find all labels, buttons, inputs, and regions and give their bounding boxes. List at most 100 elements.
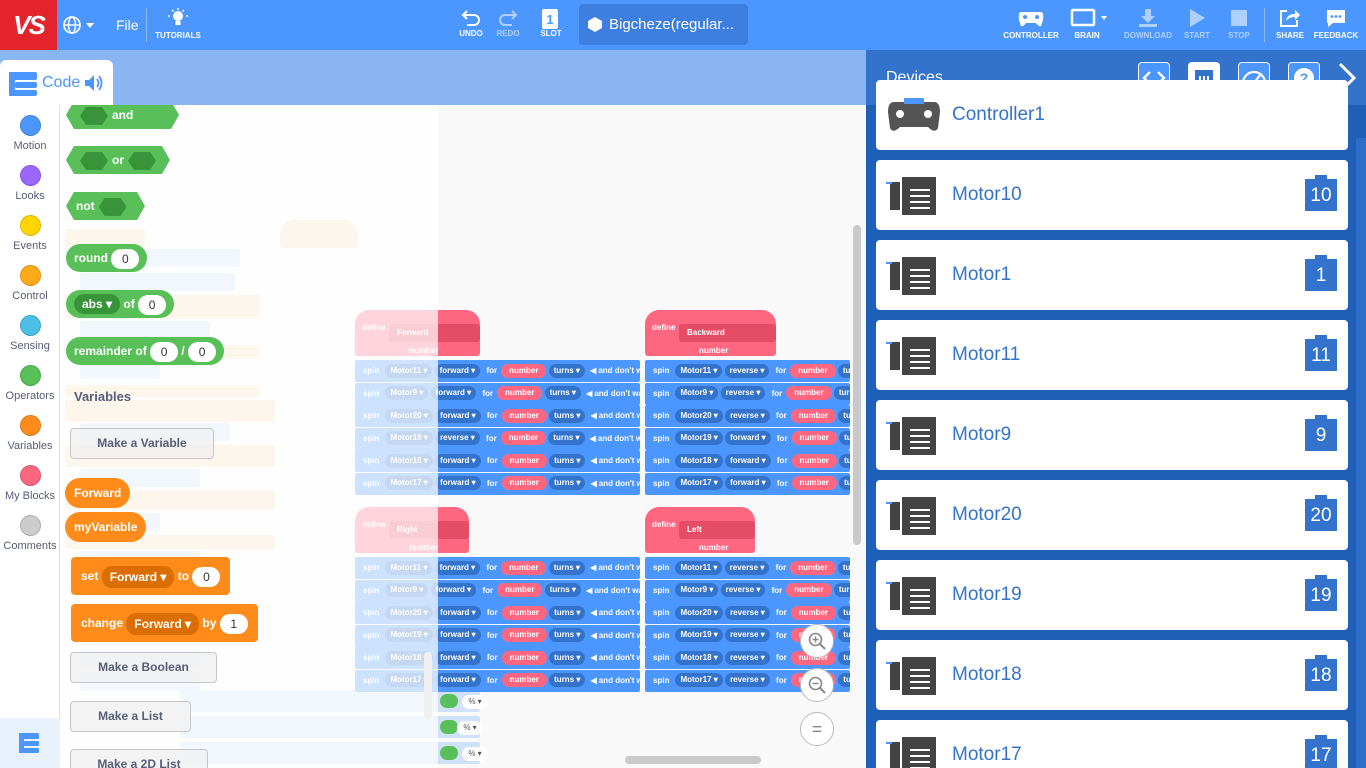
parameter-reporter[interactable]: number xyxy=(790,560,836,575)
project-name-field[interactable]: Bigcheze(regular... xyxy=(579,4,748,45)
variable-dropdown[interactable]: Forward ▾ xyxy=(126,612,200,635)
category-variables[interactable]: Variables xyxy=(0,415,60,452)
parameter-reporter[interactable]: number xyxy=(501,363,547,378)
unit-dropdown[interactable]: turns ▾ xyxy=(549,650,586,665)
speaker-icon[interactable] xyxy=(84,74,104,92)
zoom-in-button[interactable] xyxy=(800,624,834,658)
unit-dropdown[interactable]: turns ▾ xyxy=(549,673,586,688)
tab-code[interactable]: Code xyxy=(0,60,113,105)
parameter-reporter[interactable]: number xyxy=(791,431,837,446)
change-variable-block[interactable]: change Forward ▾ by 1 xyxy=(71,604,258,642)
controller-button[interactable]: CONTROLLER xyxy=(1003,0,1059,50)
category-comments[interactable]: Comments xyxy=(0,515,60,552)
set-variable-block[interactable]: set Forward ▾ to 0 xyxy=(71,557,231,595)
direction-dropdown[interactable]: reverse ▾ xyxy=(725,650,770,665)
motor-dropdown[interactable]: Motor17 ▾ xyxy=(675,476,723,491)
variable-forward-reporter[interactable]: Forward xyxy=(65,478,131,508)
unit-dropdown[interactable]: turns ▾ xyxy=(838,605,850,620)
variable-dropdown[interactable]: Forward ▾ xyxy=(101,565,175,588)
unit-dropdown[interactable]: turns ▾ xyxy=(839,431,850,446)
zoom-out-button[interactable] xyxy=(800,668,834,702)
unit-dropdown[interactable]: turns ▾ xyxy=(839,453,850,468)
unit-dropdown[interactable]: turns ▾ xyxy=(549,628,586,643)
number-input[interactable]: 0 xyxy=(150,341,179,362)
motor-dropdown[interactable]: Motor19 ▾ xyxy=(675,431,723,446)
motor-dropdown[interactable]: Motor17 ▾ xyxy=(675,673,723,688)
stop-button[interactable]: STOP xyxy=(1222,0,1256,50)
not-block[interactable]: not xyxy=(66,192,145,220)
direction-dropdown[interactable]: reverse ▾ xyxy=(724,363,770,378)
parameter-reporter[interactable]: number xyxy=(693,543,735,552)
unit-dropdown[interactable]: turns ▾ xyxy=(838,628,850,643)
direction-dropdown[interactable]: forward ▾ xyxy=(725,476,771,491)
direction-dropdown[interactable]: forward ▾ xyxy=(434,363,481,378)
unit-dropdown[interactable]: turns ▾ xyxy=(548,363,585,378)
direction-dropdown[interactable]: reverse ▾ xyxy=(725,673,770,688)
and-block[interactable]: and xyxy=(66,105,179,129)
motor-dropdown[interactable]: Motor11 ▾ xyxy=(675,560,723,575)
parameter-reporter[interactable]: number xyxy=(501,476,547,491)
vexcode-logo[interactable]: VS xyxy=(0,0,57,50)
make-2d-list-button[interactable]: Make a 2D List xyxy=(70,749,208,768)
category-events[interactable]: Events xyxy=(0,215,60,252)
category-looks[interactable]: Looks xyxy=(0,165,60,202)
unit-dropdown[interactable]: turns ▾ xyxy=(838,408,850,423)
parameter-reporter[interactable]: number xyxy=(500,431,547,446)
direction-dropdown[interactable]: forward ▾ xyxy=(435,408,481,423)
direction-dropdown[interactable]: forward ▾ xyxy=(430,386,477,401)
value-input[interactable]: 1 xyxy=(219,613,248,634)
parameter-reporter[interactable]: number xyxy=(501,628,547,643)
make-variable-button[interactable]: Make a Variable xyxy=(70,428,214,459)
direction-dropdown[interactable]: reverse ▾ xyxy=(720,386,766,401)
direction-dropdown[interactable]: forward ▾ xyxy=(725,431,771,446)
variable-myvariable-reporter[interactable]: myVariable xyxy=(65,512,147,542)
parameter-reporter[interactable]: number xyxy=(501,560,547,575)
zoom-reset-button[interactable]: = xyxy=(800,712,834,746)
parameter-reporter[interactable]: number xyxy=(501,605,547,620)
parameter-reporter[interactable]: number xyxy=(497,583,543,598)
unit-dropdown[interactable]: turns ▾ xyxy=(544,386,581,401)
category-motion[interactable]: Motion xyxy=(0,115,60,152)
direction-dropdown[interactable]: forward ▾ xyxy=(435,673,481,688)
share-button[interactable]: SHARE xyxy=(1272,0,1308,50)
parameter-reporter[interactable]: number xyxy=(693,346,735,355)
abs-block[interactable]: abs ▾ of 0 xyxy=(66,290,175,318)
unit-dropdown[interactable]: turns ▾ xyxy=(833,386,850,401)
motor-dropdown[interactable]: Motor18 ▾ xyxy=(675,650,723,665)
parameter-reporter[interactable]: number xyxy=(501,453,547,468)
undo-button[interactable]: UNDO xyxy=(454,0,488,50)
parameter-reporter[interactable]: number xyxy=(786,386,832,401)
motor-dropdown[interactable]: Motor20 ▾ xyxy=(675,408,723,423)
direction-dropdown[interactable]: reverse ▾ xyxy=(720,583,766,598)
brain-button[interactable]: BRAIN xyxy=(1064,0,1110,50)
unit-dropdown[interactable]: turns ▾ xyxy=(833,583,850,598)
function-dropdown[interactable]: abs ▾ xyxy=(74,294,121,314)
unit-dropdown[interactable]: turns ▾ xyxy=(837,560,850,575)
unit-dropdown[interactable]: turns ▾ xyxy=(549,605,586,620)
direction-dropdown[interactable]: forward ▾ xyxy=(435,605,481,620)
workspace-vertical-scrollbar[interactable] xyxy=(853,225,861,545)
parameter-reporter[interactable]: number xyxy=(790,605,837,620)
tutorials-button[interactable]: TUTORIALS xyxy=(152,0,204,50)
unit-dropdown[interactable]: turns ▾ xyxy=(838,673,850,688)
number-input[interactable]: 0 xyxy=(188,341,217,362)
motor-dropdown[interactable]: Motor11 ▾ xyxy=(675,363,723,378)
code-workspace[interactable]: % ▾ % ▾ % ▾ defineForward numberspinMoto… xyxy=(60,105,866,768)
motor-dropdown[interactable]: Motor18 ▾ xyxy=(675,453,723,468)
category-sensing[interactable]: Sensing xyxy=(0,315,60,352)
parameter-reporter[interactable]: number xyxy=(501,673,547,688)
unit-dropdown[interactable]: turns ▾ xyxy=(839,476,850,491)
motor-dropdown[interactable]: Motor19 ▾ xyxy=(675,628,723,643)
motor-dropdown[interactable]: Motor9 ▾ xyxy=(675,386,719,401)
unit-dropdown[interactable]: turns ▾ xyxy=(549,453,586,468)
